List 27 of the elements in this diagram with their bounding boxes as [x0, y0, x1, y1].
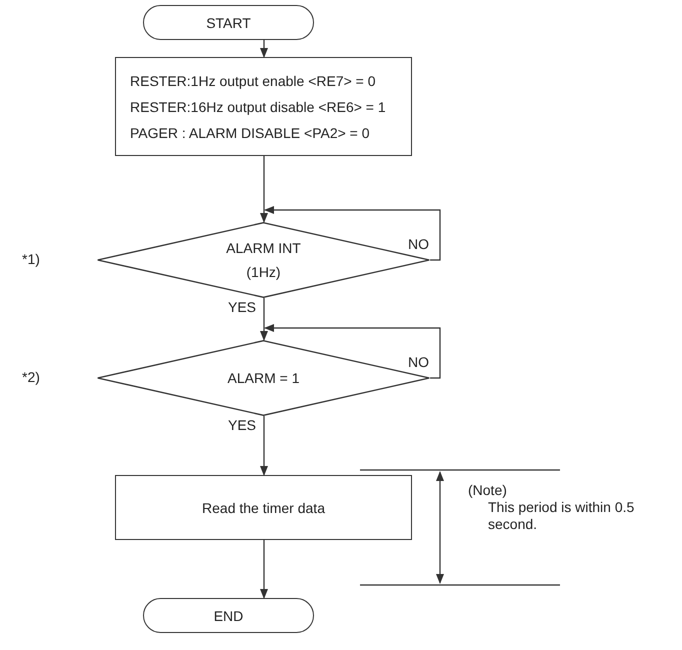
- arrow: [260, 540, 268, 599]
- arrow: [264, 324, 441, 379]
- node-text: RESTER:16Hz output disable <RE6> = 1: [130, 98, 386, 114]
- node-text: ALARM = 1: [226, 369, 300, 388]
- edge-label: NO: [408, 354, 429, 370]
- node-text: START: [206, 14, 251, 30]
- terminal-shape: [143, 598, 314, 633]
- edge-label: YES: [228, 417, 256, 433]
- arrow: [260, 416, 268, 476]
- arrow: [264, 206, 441, 261]
- process-box: [115, 475, 412, 540]
- node-text: PAGER : ALARM DISABLE <PA2> = 0: [130, 124, 370, 140]
- callout-number: *1): [22, 251, 40, 267]
- node-text: RESTER:1Hz output enable <RE7> = 0: [130, 72, 376, 88]
- arrow: [260, 40, 268, 58]
- node-text: Read the timer data: [202, 500, 325, 516]
- edge-label: NO: [408, 236, 429, 252]
- terminal-shape: [143, 5, 314, 40]
- arrow: [260, 156, 268, 223]
- note-text: This period is within 0.5 second.: [488, 499, 636, 533]
- process-box: [115, 57, 412, 156]
- node-text: END: [214, 608, 244, 624]
- callout-number: *2): [22, 369, 40, 385]
- edge-label: YES: [228, 299, 256, 315]
- arrow: [260, 298, 268, 341]
- node-text: ALARM INT (1Hz): [225, 239, 302, 282]
- note-heading: (Note): [468, 482, 507, 498]
